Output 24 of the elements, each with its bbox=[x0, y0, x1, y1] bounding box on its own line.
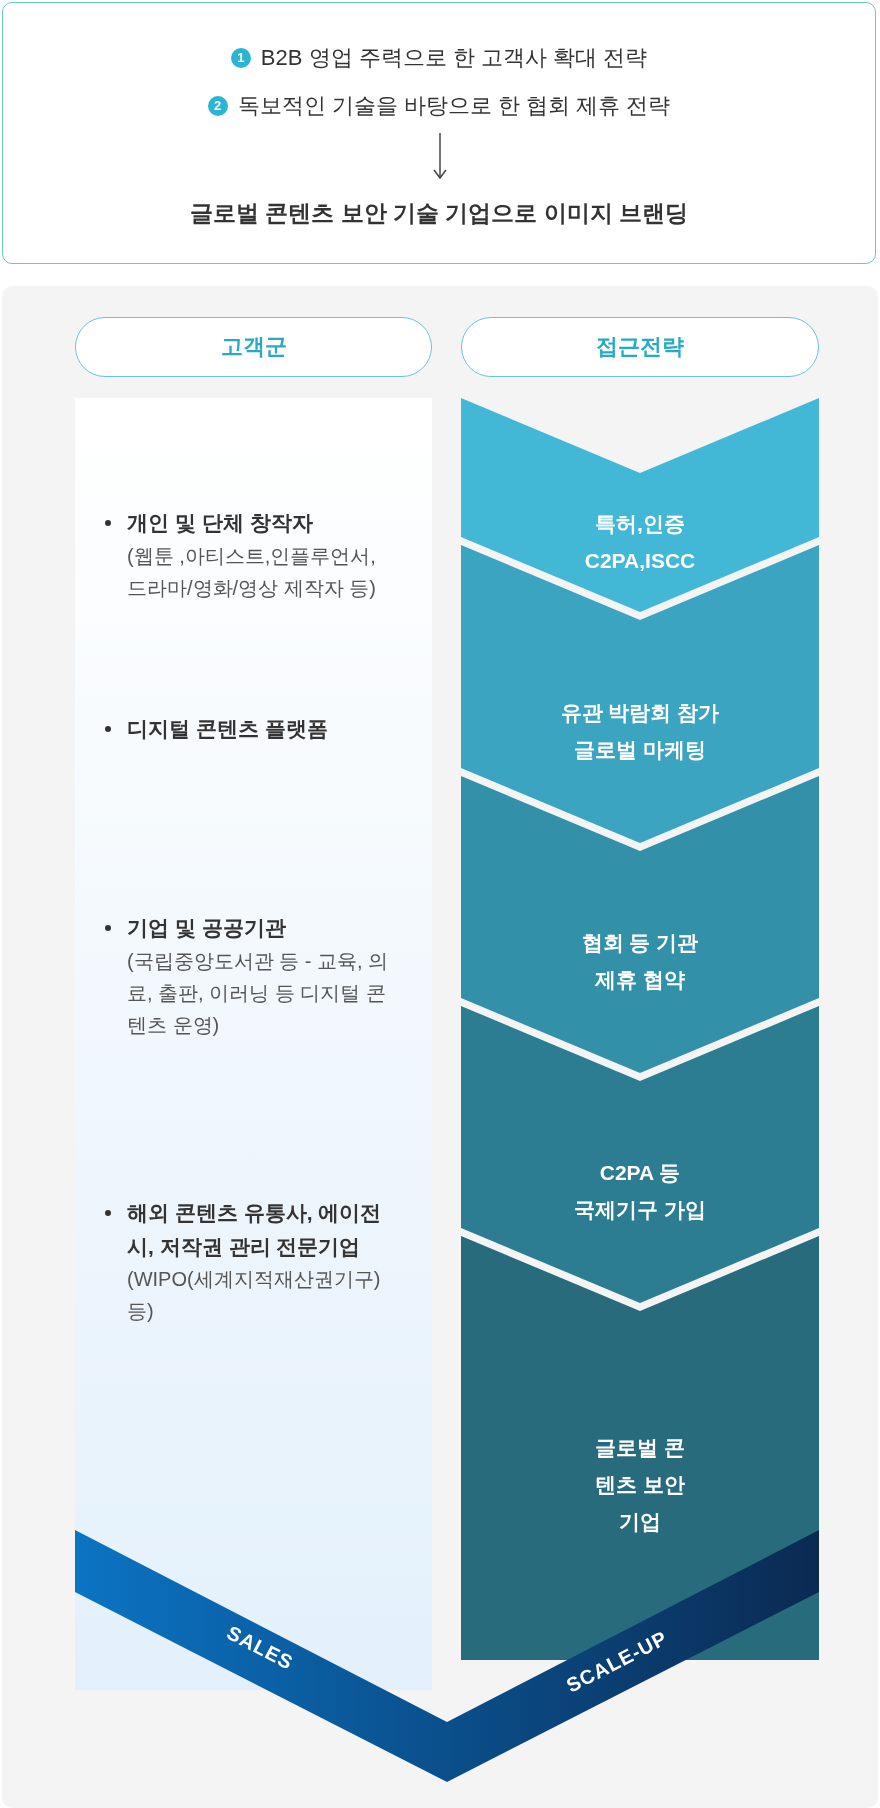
stage-text: 제휴 협약 bbox=[595, 967, 685, 993]
column-header: 접근전략 bbox=[461, 317, 819, 377]
number-badge: 2 bbox=[207, 96, 228, 116]
customer-description: (웹툰 ,아티스트,인플루언서, 드라마/영화/영상 제작자 등) bbox=[127, 543, 377, 601]
stage-text: 국제기구 가입 bbox=[574, 1197, 706, 1223]
goal-text: 글로벌 콘텐츠 보안 기술 기업으로 이미지 브랜딩 bbox=[189, 198, 689, 228]
customer-heading: 디지털 콘텐츠 플랫폼 bbox=[127, 716, 329, 742]
stage-text: C2PA,ISCC bbox=[584, 547, 696, 574]
strategy-text: B2B 영업 주력으로 한 고객사 확대 전략 bbox=[260, 44, 648, 72]
stage-text: 글로벌 콘텐츠 보안기업 bbox=[595, 1435, 685, 1535]
customer-description: (WIPO(세계지적재산권기구) 등) bbox=[127, 1267, 382, 1325]
summary-box bbox=[2, 2, 876, 264]
column-header: 고객군 bbox=[75, 317, 432, 377]
stage-text: 글로벌 마케팅 bbox=[574, 736, 706, 763]
number-badge: 1 bbox=[230, 48, 251, 68]
stage-text: 유관 박람회 참가 bbox=[560, 699, 720, 726]
customer-heading: 해외 콘텐츠 유통사, 에이전시, 저작권 관리 전문기업 bbox=[127, 1200, 383, 1260]
stage-text: 협회 등 기관 bbox=[581, 930, 699, 957]
stage-text: 특허,인증 bbox=[595, 510, 685, 537]
stage-text: C2PA 등 bbox=[599, 1160, 681, 1187]
customer-heading: 개인 및 단체 창작자 bbox=[127, 510, 314, 536]
customer-description: (국립중앙도서관 등 - 교육, 의료, 출판, 이러닝 등 디지털 콘텐츠 운영) bbox=[127, 948, 390, 1038]
strategy-text: 독보적인 기술을 바탕으로 한 협회 제휴 전략 bbox=[237, 92, 671, 120]
customer-heading: 기업 및 공공기관 bbox=[127, 915, 287, 941]
